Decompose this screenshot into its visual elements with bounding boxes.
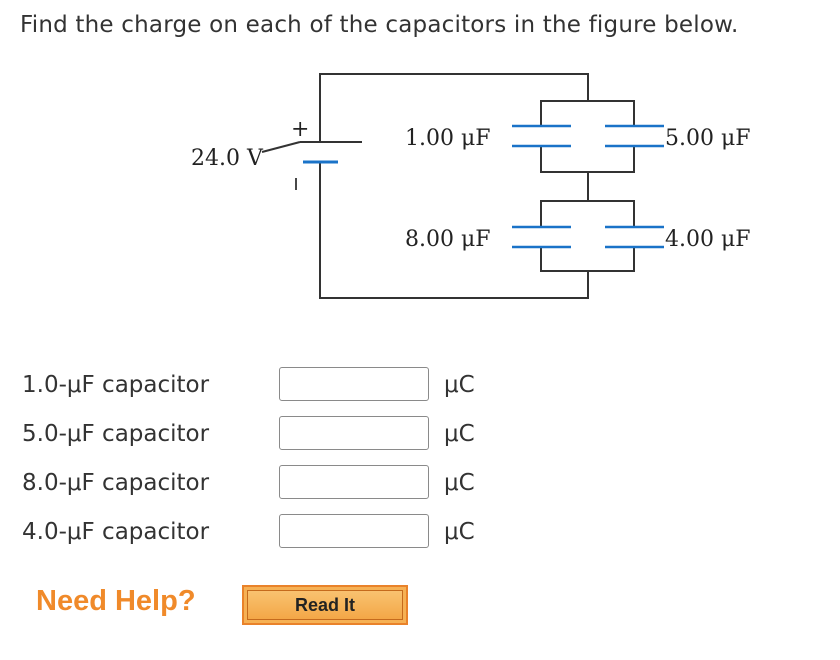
cap-5uF-label: 5.00 μF	[665, 126, 751, 151]
answer-unit-4uF: μC	[444, 519, 475, 545]
upper-pair-top-rail	[540, 100, 635, 126]
answer-row-5uF: 5.0-μF capacitor μC	[0, 416, 840, 456]
answer-input-5uF[interactable]	[279, 416, 429, 450]
lower-pair-top-rail	[540, 200, 635, 227]
cap-8uF-label: 8.00 μF	[405, 227, 491, 252]
battery-voltage-label: 24.0 V	[191, 146, 264, 171]
answer-label-8uF: 8.0-μF capacitor	[22, 470, 210, 496]
answer-input-8uF[interactable]	[279, 465, 429, 499]
question-text: Find the charge on each of the capacitor…	[20, 12, 739, 38]
cap-1uF-label: 1.00 μF	[405, 126, 491, 151]
answer-row-4uF: 4.0-μF capacitor μC	[0, 514, 840, 554]
battery-lead-left	[261, 141, 301, 153]
answer-label-1uF: 1.0-μF capacitor	[22, 372, 210, 398]
answer-label-4uF: 4.0-μF capacitor	[22, 519, 210, 545]
read-it-button-label: Read It	[247, 590, 403, 620]
answer-unit-8uF: μC	[444, 470, 475, 496]
upper-pair-bottom-rail	[540, 146, 635, 173]
answer-row-1uF: 1.0-μF capacitor μC	[0, 367, 840, 407]
circuit-diagram: + 24.0 V 1.00 μF 5.00 μF 8.00 μF 4.00 μF	[191, 73, 751, 299]
answer-label-5uF: 5.0-μF capacitor	[22, 421, 210, 447]
answer-unit-5uF: μC	[444, 421, 475, 447]
answer-input-1uF[interactable]	[279, 367, 429, 401]
need-help-heading: Need Help?	[36, 585, 196, 617]
lower-pair-bottom-rail	[540, 247, 635, 272]
answer-unit-1uF: μC	[444, 372, 475, 398]
read-it-button[interactable]: Read It	[242, 585, 408, 625]
wire-top	[319, 73, 589, 142]
answer-input-4uF[interactable]	[279, 514, 429, 548]
wire-bottom	[319, 162, 589, 299]
answer-row-8uF: 8.0-μF capacitor μC	[0, 465, 840, 505]
cap-4uF-label: 4.00 μF	[665, 227, 751, 252]
battery-plus-sign: +	[291, 117, 309, 142]
